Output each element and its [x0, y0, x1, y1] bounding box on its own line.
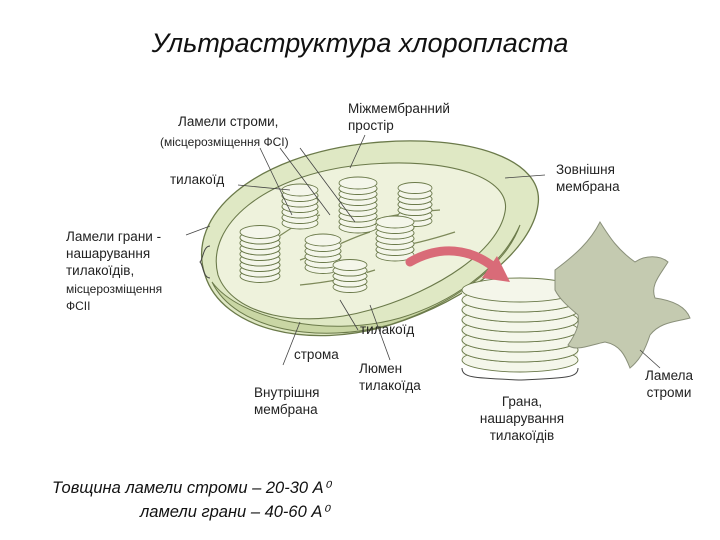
footer-line-2: ламели грани – 40-60 А⁰ [140, 503, 329, 521]
granum-stack [375, 215, 415, 262]
label-grana-lamellae-2: нашарування [66, 246, 151, 261]
label-stroma-lamellae-sub: (місцерозміщення ФСІ) [160, 135, 289, 149]
label-stroma-lamella-2: строми [646, 385, 692, 400]
granum-stack [239, 225, 281, 283]
label-granum-1: Грана, [501, 394, 543, 409]
isolated-stroma-lamella [554, 220, 691, 369]
granum-stack [281, 183, 319, 230]
label-stroma-lamellae: Ламели строми, [178, 114, 279, 129]
label-grana-lamellae-1: Ламели грани - [66, 229, 162, 244]
label-lumen-2: тилакоїда [359, 378, 421, 393]
leader-lines [185, 134, 661, 369]
label-outer-membrane-1: Зовнішня [556, 162, 615, 177]
granum-stack [397, 182, 433, 227]
granum-stack [332, 259, 368, 293]
label-grana-lamellae-3: тилакоїдів, [66, 263, 135, 278]
diagram-title: Ультраструктура хлоропласта [151, 28, 569, 58]
isolated-granum-stack [461, 277, 579, 373]
label-grana-lamellae-5: ФСІІ [66, 299, 91, 313]
label-granum-2: нашарування [479, 411, 565, 426]
label-lumen-1: Люмен [359, 361, 403, 376]
label-intermembrane-space-1: Міжмембранний [348, 101, 450, 116]
granum-stack [338, 176, 378, 234]
footer-line-1: Товщина ламели строми – 20-30 А⁰ [52, 479, 331, 497]
label-outer-membrane-2: мембрана [556, 179, 620, 194]
zoom-arrow [405, 246, 500, 273]
label-stroma: строма [294, 347, 339, 362]
granum-brace [461, 367, 579, 381]
label-grana-lamellae-4: місцерозміщення [66, 282, 163, 296]
zoom-arrow-head [482, 256, 510, 282]
grana-brace [199, 245, 211, 279]
label-stroma-lamella-1: Ламела [644, 368, 694, 383]
label-thylakoid-bottom: тилакоїд [360, 322, 415, 337]
label-thylakoid-top: тилакоїд [170, 172, 225, 187]
label-inner-membrane-2: мембрана [254, 402, 318, 417]
granum-stack [304, 233, 342, 274]
label-inner-membrane-1: Внутрішня [254, 385, 320, 400]
label-intermembrane-space-2: простір [348, 118, 394, 133]
label-granum-3: тилакоїдів [489, 428, 555, 443]
cut-plane [211, 224, 521, 334]
